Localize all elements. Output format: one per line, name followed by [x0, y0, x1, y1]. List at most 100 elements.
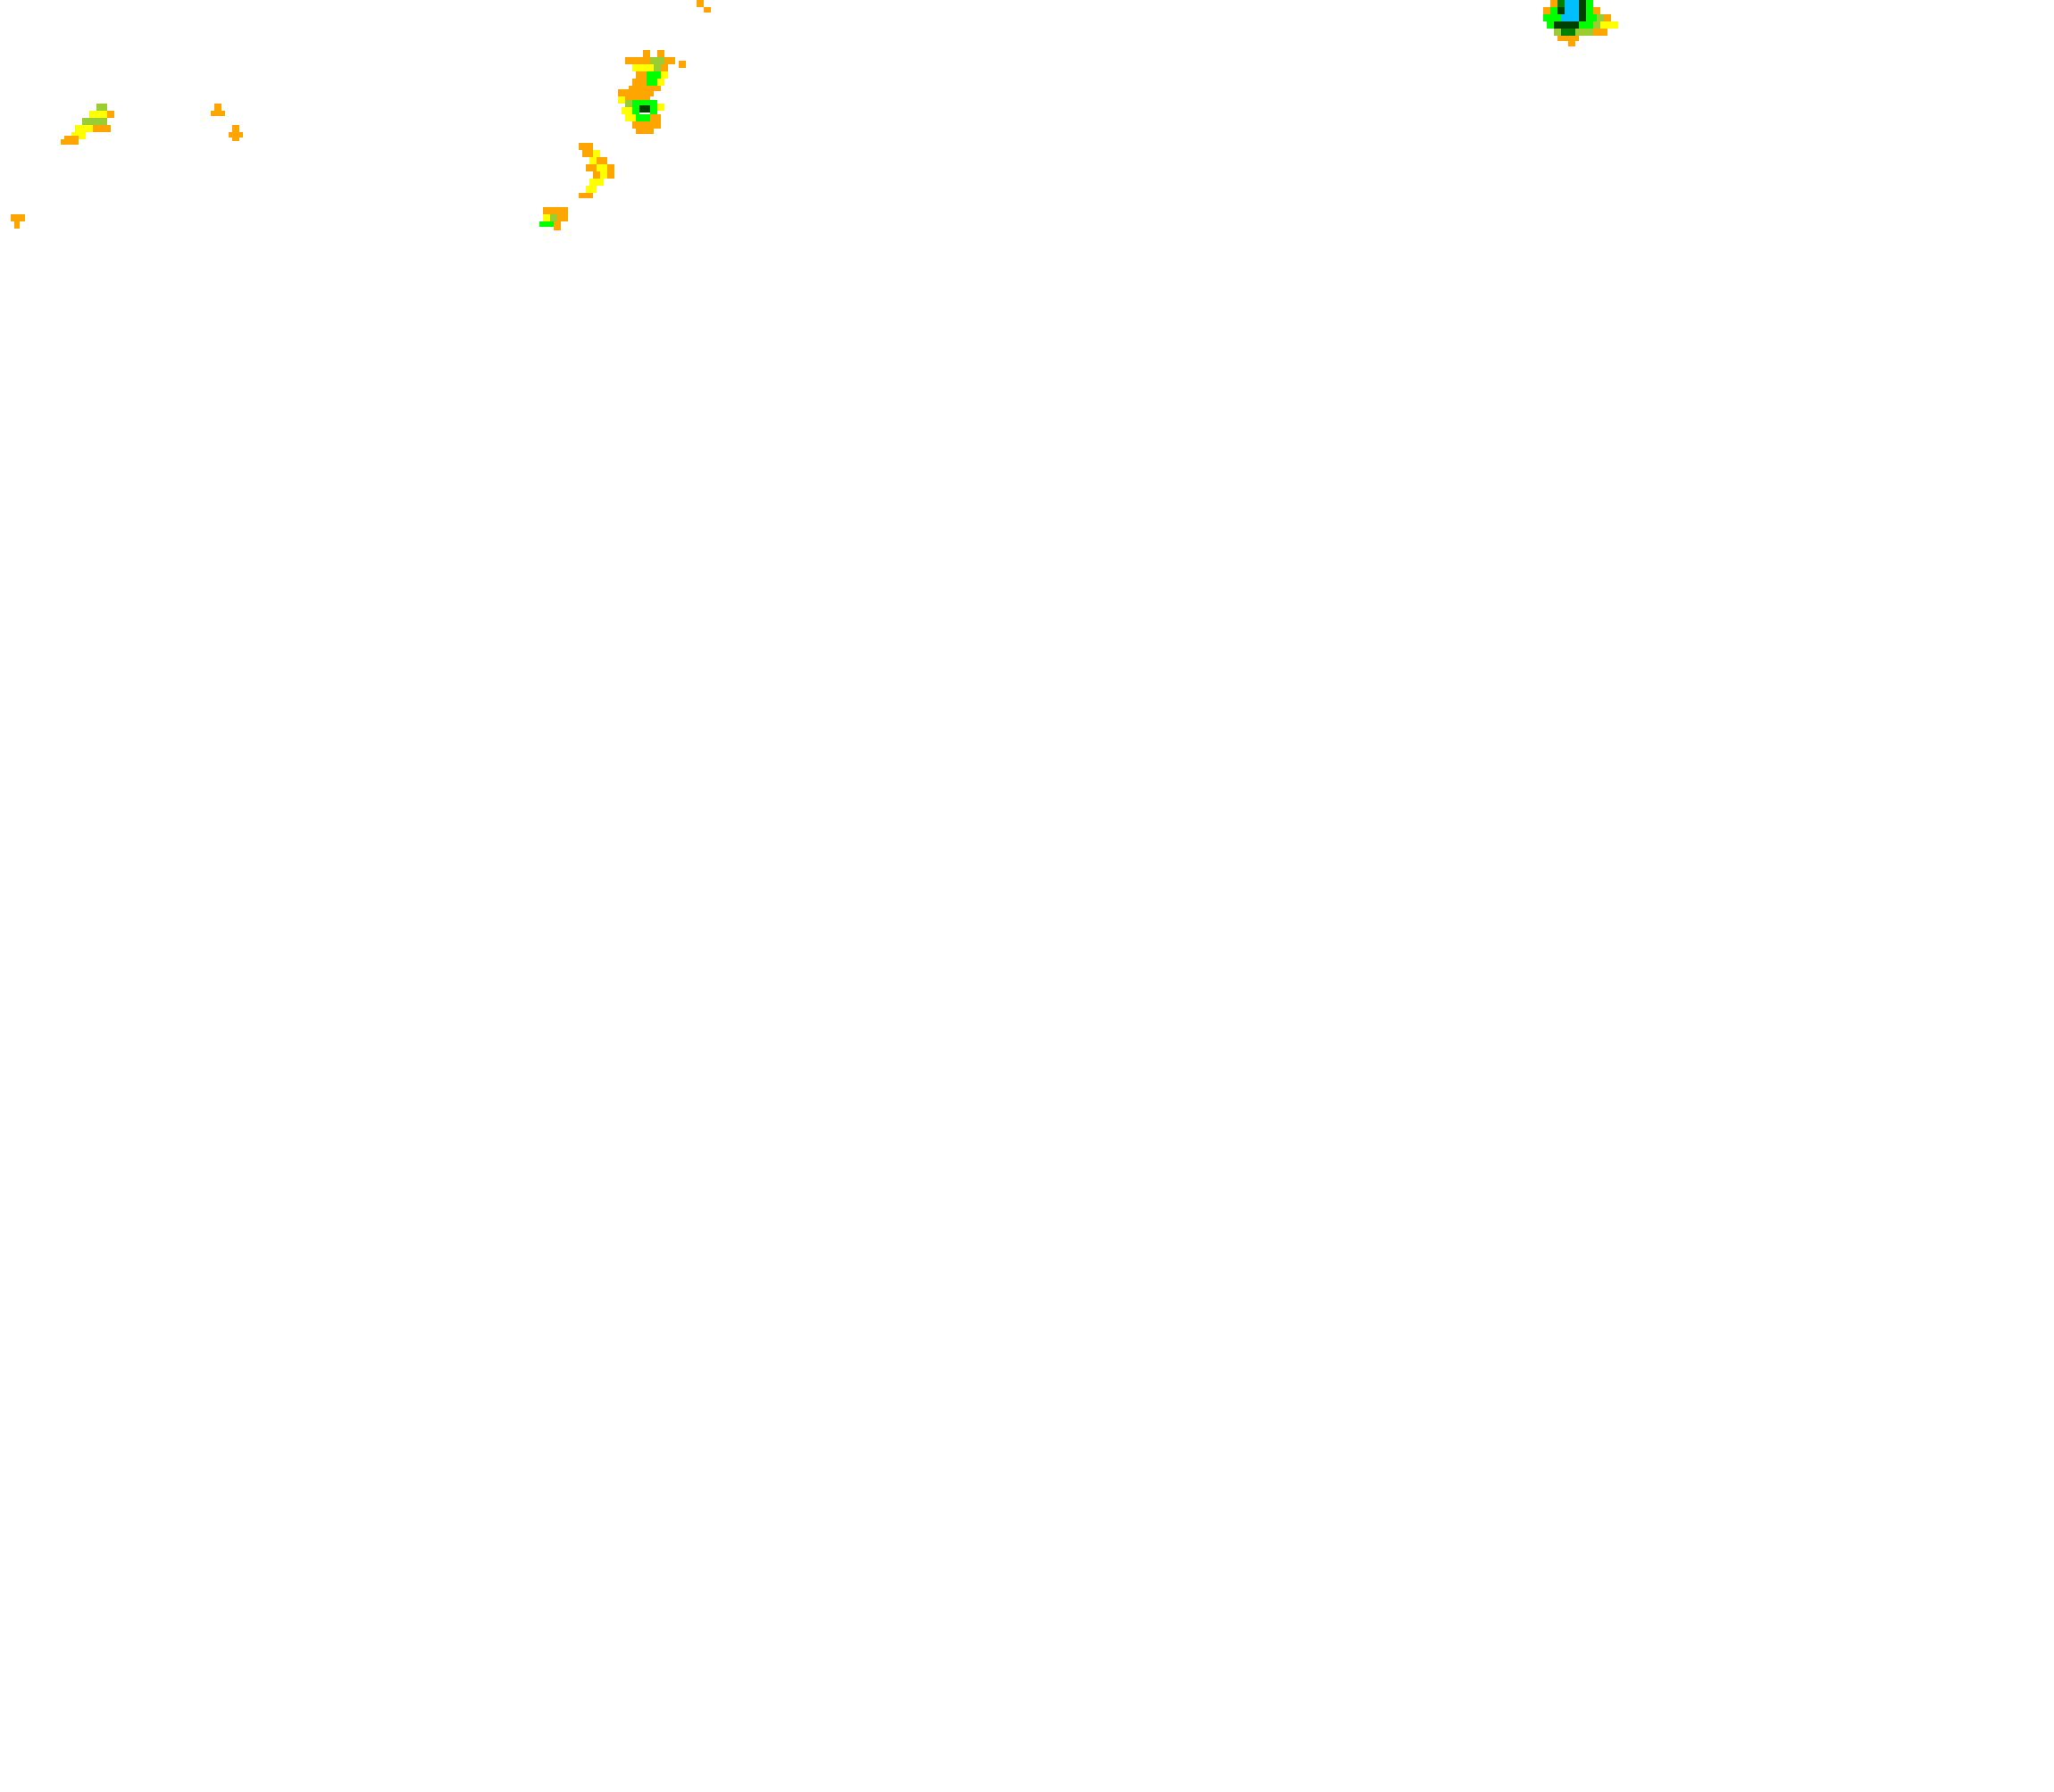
- echo-pixel-level3: [1593, 21, 1600, 29]
- echo-pixel-level2: [589, 157, 597, 164]
- echo-pixel-level1: [657, 50, 664, 57]
- echo-pixel-level1: [643, 50, 650, 57]
- echo-pixel-level7: [639, 105, 650, 113]
- echo-pixel-level4: [1550, 14, 1561, 21]
- echo-pixel-level3: [1554, 29, 1561, 36]
- echo-pixel-level4: [647, 79, 657, 86]
- echo-cell-west-small-a: [211, 104, 225, 116]
- echo-pixel-level1: [1543, 7, 1550, 14]
- echo-pixel-level2: [1600, 21, 1611, 29]
- echo-cell-center-core: [618, 89, 664, 134]
- echo-pixel-level1: [554, 225, 561, 230]
- echo-pixel-level1: [229, 132, 243, 138]
- echo-pixel-level3: [625, 100, 632, 107]
- echo-pixel-level1: [1557, 36, 1579, 41]
- echo-pixel-level1: [607, 171, 614, 179]
- echo-pixel-level1: [93, 125, 111, 132]
- echo-pixel-level1: [554, 207, 568, 214]
- echo-pixel-level1: [597, 157, 607, 164]
- echo-pixel-level4: [1586, 0, 1593, 7]
- echo-pixel-level1: [607, 164, 614, 171]
- echo-pixel-level1: [636, 129, 654, 134]
- echo-pixel-level1: [579, 193, 593, 198]
- echo-pixel-level2: [632, 64, 654, 71]
- echo-pixel-level1: [650, 121, 661, 129]
- echo-pixel-level3: [82, 118, 107, 125]
- echo-pixel-level1: [61, 139, 79, 145]
- echo-cell-center-lower: [579, 143, 614, 198]
- echo-pixel-level1: [625, 57, 657, 64]
- echo-pixel-level3: [550, 214, 557, 221]
- echo-pixel-level1: [682, 64, 686, 68]
- echo-pixel-level1: [214, 104, 221, 111]
- echo-pixel-level1: [586, 164, 597, 171]
- echo-pixel-level7: [1561, 21, 1579, 29]
- echo-pixel-level1: [697, 0, 704, 7]
- echo-pixel-level2: [75, 125, 93, 132]
- echo-cell-east: [1543, 0, 1618, 46]
- echo-pixel-level4: [1550, 7, 1557, 14]
- echo-cell-center-south: [539, 207, 568, 230]
- echo-pixel-level1: [636, 71, 647, 79]
- echo-pixel-level2: [597, 164, 614, 171]
- echo-pixel-level1: [625, 96, 650, 102]
- echo-pixel-level1: [107, 111, 114, 118]
- echo-pixel-level3: [96, 104, 107, 111]
- echo-pixel-level1: [593, 171, 600, 179]
- echo-pixel-level1: [632, 79, 647, 86]
- echo-pixel-level3: [650, 57, 664, 64]
- echo-pixel-level2: [543, 214, 550, 221]
- echo-pixel-level1: [543, 207, 554, 214]
- echo-pixel-level3: [1575, 29, 1593, 36]
- echo-pixel-level4: [647, 71, 661, 79]
- echo-pixel-level7: [1579, 14, 1586, 21]
- echo-cell-west: [61, 104, 114, 145]
- echo-pixel-level1: [14, 221, 20, 229]
- echo-pixel-level1: [1550, 0, 1557, 7]
- echo-pixel-level1: [650, 114, 661, 121]
- echo-pixel-level1: [704, 7, 711, 13]
- echo-cell-west-small-b: [229, 125, 243, 141]
- echo-pixel-level1: [554, 221, 561, 227]
- echo-pixel-level2: [622, 107, 632, 114]
- echo-pixel-level2: [586, 186, 597, 193]
- echo-cell-north-speck: [682, 64, 686, 68]
- echo-pixel-level4: [636, 114, 650, 121]
- echo-pixel-level4: [1579, 21, 1593, 29]
- echo-pixel-level2: [657, 104, 664, 111]
- echo-pixel-level2: [89, 111, 107, 118]
- echo-pixel-level7: [1579, 0, 1586, 7]
- echo-pixel-level2: [661, 71, 668, 79]
- echo-pixel-level1: [1568, 41, 1575, 46]
- echo-pixel-level4: [632, 107, 639, 114]
- echo-pixel-level1: [1604, 14, 1611, 21]
- echo-pixel-level4: [539, 221, 554, 227]
- echo-pixel-level1: [632, 121, 650, 129]
- echo-pixel-level1: [1600, 29, 1607, 36]
- echo-pixel-level3: [654, 64, 661, 71]
- echo-pixel-level1: [629, 86, 661, 91]
- echo-pixel-level4: [632, 100, 657, 107]
- echo-pixel-level1: [211, 111, 225, 116]
- echo-pixel-level7: [1579, 7, 1586, 14]
- echo-cell-far-west: [11, 214, 25, 229]
- echo-pixel-level2: [600, 171, 611, 179]
- echo-pixel-level7: [1554, 21, 1561, 29]
- echo-pixel-level6: [1561, 14, 1579, 21]
- echo-pixel-level4: [1586, 7, 1593, 14]
- echo-pixel-level4: [650, 107, 657, 114]
- echo-pixel-level1: [579, 143, 593, 150]
- echo-pixel-level3: [1597, 14, 1604, 21]
- echo-pixel-level6: [1565, 0, 1579, 7]
- echo-pixel-level1: [11, 214, 25, 221]
- echo-pixel-level5: [1557, 0, 1565, 7]
- echo-pixel-level5: [1561, 29, 1575, 36]
- echo-pixel-level1: [664, 57, 675, 64]
- echo-pixel-level2: [593, 150, 600, 157]
- echo-pixel-level2: [1611, 21, 1618, 29]
- echo-pixel-level7: [1557, 7, 1565, 14]
- echo-pixel-level1: [661, 64, 668, 71]
- echo-pixel-level1: [557, 214, 568, 221]
- echo-pixel-level1: [232, 136, 239, 141]
